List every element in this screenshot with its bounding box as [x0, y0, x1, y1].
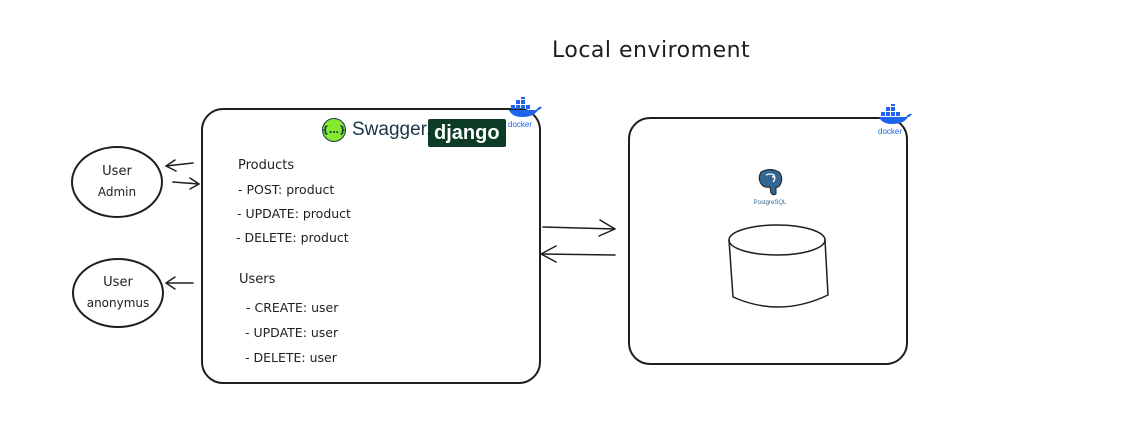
user-anonymous-line2: anonymus	[86, 296, 150, 310]
docker-whale-icon	[879, 102, 912, 124]
users-item-update: - UPDATE: user	[245, 325, 339, 340]
postgresql-logo: PostgreSQL	[744, 168, 796, 212]
postgresql-elephant-icon	[758, 169, 783, 196]
arrow-db-to-api-head	[540, 245, 557, 263]
user-anonymous-node: User anonymus	[72, 258, 164, 328]
django-logo: django	[428, 119, 506, 147]
docker-logo-db: docker	[878, 102, 914, 136]
docker-logo-api: docker	[508, 95, 544, 129]
swagger-icon: {…}	[322, 118, 346, 142]
products-item-update: - UPDATE: product	[237, 206, 351, 221]
docker-label-api: docker	[508, 120, 533, 129]
api-container	[201, 108, 541, 384]
diagram-title: Local enviroment	[552, 38, 751, 63]
products-heading: Products	[238, 158, 295, 173]
user-admin-line2: Admin	[97, 185, 137, 199]
arrow-api-to-anonymous-head	[165, 276, 176, 290]
users-item-delete: - DELETE: user	[245, 350, 337, 365]
postgresql-label: PostgreSQL	[753, 200, 787, 206]
arrow-api-to-admin	[165, 162, 194, 167]
arrow-admin-to-api	[172, 181, 200, 185]
products-item-post: - POST: product	[238, 182, 335, 197]
arrow-admin-to-api-head	[189, 177, 200, 190]
user-admin-line1: User	[102, 164, 132, 179]
arrow-db-to-api	[540, 253, 616, 256]
arrow-api-to-db	[542, 226, 616, 230]
user-admin-node: User Admin	[71, 146, 163, 218]
users-item-create: - CREATE: user	[246, 300, 339, 315]
database-container	[628, 117, 908, 365]
users-heading: Users	[239, 272, 276, 287]
products-item-delete: - DELETE: product	[236, 230, 349, 245]
arrow-api-to-admin-head	[165, 159, 177, 172]
docker-whale-icon	[509, 95, 542, 117]
docker-label-db: docker	[878, 127, 903, 136]
arrow-api-to-db-head	[598, 219, 616, 237]
user-anonymous-line1: User	[103, 275, 133, 290]
swagger-label: Swagger.	[352, 119, 432, 140]
swagger-logo: {…} Swagger.	[322, 118, 431, 142]
